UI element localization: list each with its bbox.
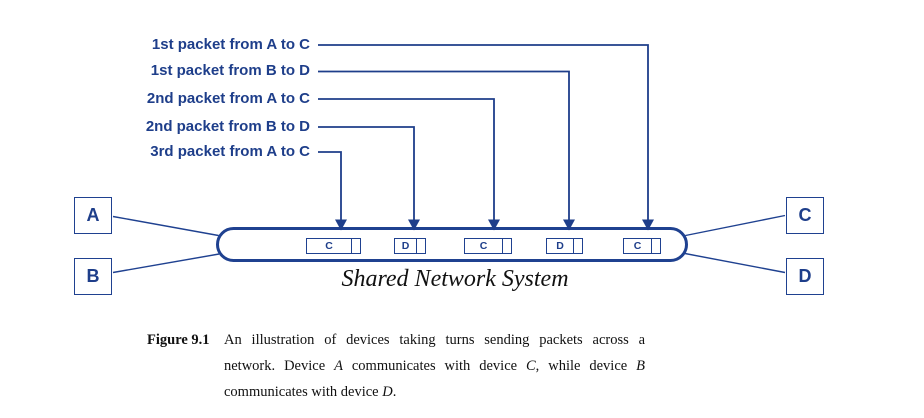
caption-line-1: An illustration of devices taking turns …: [224, 332, 645, 348]
packet-label-1st-b-d: 1st packet from B to D: [150, 62, 310, 79]
shared-network-system-label: Shared Network System: [341, 266, 569, 292]
packet-destination: D: [556, 240, 564, 252]
device-name-italic: A: [334, 358, 343, 374]
caption-text: network. Device: [224, 358, 335, 374]
packet-box-4: D: [546, 238, 583, 254]
packet-destination: C: [633, 240, 642, 252]
figure-number: Figure 9.1: [147, 332, 210, 348]
caption-body: An illustration of devices taking turns …: [224, 327, 645, 405]
connector-3rd-packet-a-c: [318, 151, 342, 220]
device-box-b: B: [74, 258, 112, 295]
link-network-to-device-c: [685, 214, 786, 237]
device-box-c: C: [786, 197, 824, 234]
caption-text: .: [392, 384, 397, 400]
packet-label-1st-a-c: 1st packet from A to C: [151, 36, 310, 53]
packet-box-1: C: [306, 238, 361, 254]
packet-destination: D: [401, 240, 410, 252]
packet-box-5: C: [623, 238, 661, 254]
packet-header-segment: [651, 239, 660, 253]
device-box-a: A: [74, 197, 112, 234]
packet-label-2nd-a-c: 2nd packet from A to C: [146, 90, 310, 107]
connector-2nd-packet-b-d: [318, 126, 415, 220]
packet-destination: C: [325, 240, 333, 252]
connector-1st-packet-b-d: [318, 70, 570, 220]
caption-text: , while device: [535, 358, 637, 374]
connector-1st-packet-a-c: [318, 44, 649, 220]
device-name-italic: D: [382, 384, 393, 400]
device-name-italic: C: [526, 358, 536, 374]
packet-box-3: C: [464, 238, 512, 254]
packet-box-2: D: [394, 238, 426, 254]
caption-line-3: communicates with device D.: [224, 379, 645, 405]
device-box-d: D: [786, 258, 824, 295]
device-name-italic: B: [636, 358, 645, 374]
packet-header-segment: [351, 239, 360, 253]
caption-text: communicates with device: [224, 384, 383, 400]
packet-header-segment: [502, 239, 511, 253]
packet-destination: C: [479, 240, 488, 252]
shared-network-pipe: [216, 227, 688, 262]
packet-header-segment: [416, 239, 425, 253]
connector-2nd-packet-a-c: [318, 98, 495, 220]
packet-label-3rd-a-c: 3rd packet from A to C: [150, 143, 310, 160]
link-device-b-to-network: [112, 253, 220, 274]
link-network-to-device-d: [684, 252, 786, 274]
caption-line-2: network. Device A communicates with devi…: [224, 353, 645, 379]
caption-text: communicates with device: [342, 358, 526, 374]
link-device-a-to-network: [112, 215, 219, 237]
packet-header-segment: [573, 239, 582, 253]
packet-label-2nd-b-d: 2nd packet from B to D: [145, 118, 310, 135]
